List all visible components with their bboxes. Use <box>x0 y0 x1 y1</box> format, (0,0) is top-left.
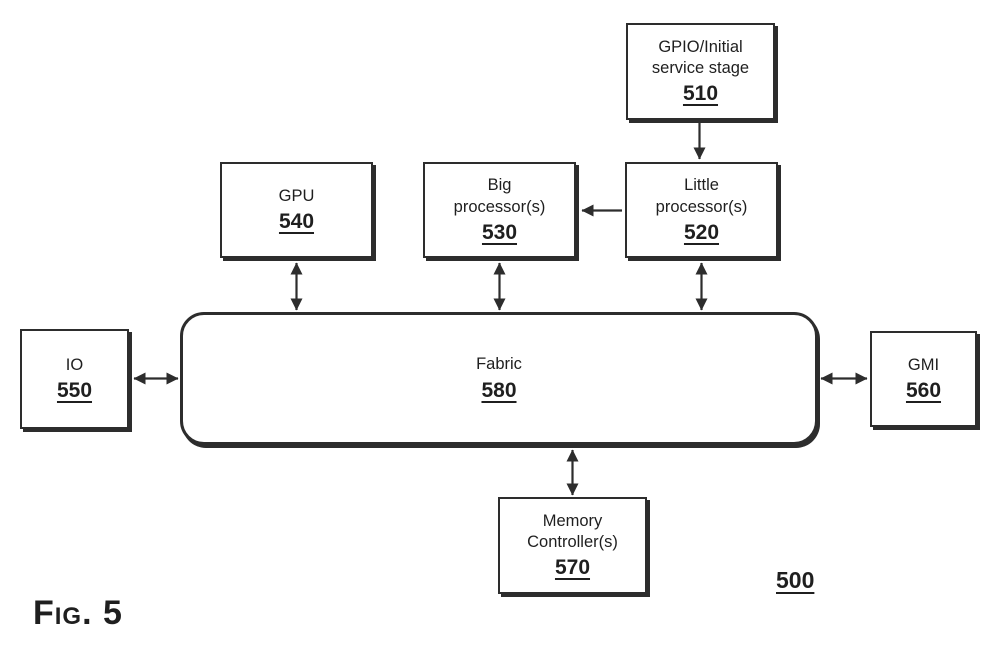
node-memory-controllers-570: Memory Controller(s) 570 <box>498 497 647 594</box>
node-gpio-initial-service-stage-510: GPIO/Initial service stage 510 <box>626 23 775 120</box>
node-big-processors-530: Big processor(s) 530 <box>423 162 576 258</box>
node-ref-number: 520 <box>683 220 720 244</box>
figure-label: Fig. 5 <box>33 594 123 632</box>
node-ref-number: 510 <box>682 82 719 106</box>
node-ref-number: 560 <box>905 379 942 403</box>
node-ref-number: 580 <box>481 378 517 402</box>
node-gmi-560: GMI 560 <box>870 331 977 427</box>
node-label: Fabric <box>476 355 522 374</box>
node-label: GPU <box>278 186 315 205</box>
node-label: GMI <box>907 355 940 374</box>
node-ref-number: 530 <box>481 220 518 244</box>
node-label: Memory Controller(s) <box>527 511 618 551</box>
node-fabric-580: Fabric 580 <box>180 312 818 445</box>
node-io-550: IO 550 <box>20 329 129 429</box>
node-label: IO <box>65 355 84 374</box>
node-ref-number: 550 <box>56 379 93 403</box>
node-gpu-540: GPU 540 <box>220 162 373 258</box>
diagram-ref-500: 500 <box>776 567 815 593</box>
node-label: Little processor(s) <box>655 176 748 216</box>
node-little-processors-520: Little processor(s) 520 <box>625 162 778 258</box>
node-label: GPIO/Initial service stage <box>651 37 750 77</box>
node-ref-number: 570 <box>554 556 591 580</box>
node-label: Big processor(s) <box>453 176 546 216</box>
node-ref-number: 540 <box>278 210 315 234</box>
